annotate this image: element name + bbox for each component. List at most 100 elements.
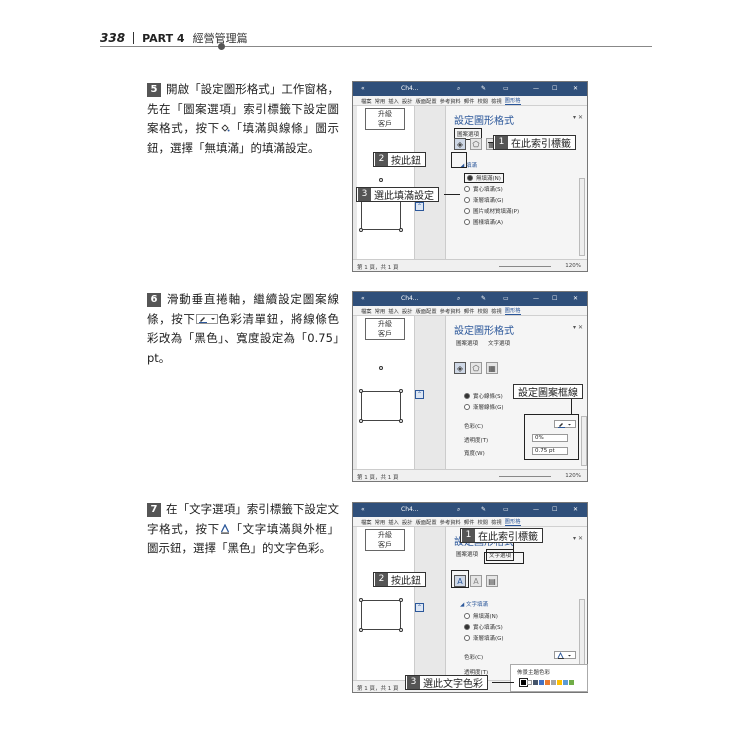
ribbon-tab[interactable]: 常用 [374, 308, 386, 315]
ribbon-tab[interactable]: 版面配置 [415, 308, 437, 315]
ribbon-tab[interactable]: 參考資料 [439, 308, 461, 315]
option-solid-fill[interactable]: 實心填滿(S) [464, 185, 503, 193]
ribbon-tab[interactable]: 版面配置 [415, 98, 437, 105]
search-icon[interactable]: ⌕ [457, 295, 461, 302]
option-gradient-line[interactable]: 漸層線條(G) [464, 403, 504, 411]
pen-icon[interactable]: ✎ [481, 295, 487, 302]
vertical-scrollbar[interactable] [579, 178, 585, 256]
resize-handle[interactable] [359, 228, 363, 232]
resize-handle[interactable] [359, 389, 363, 393]
minimize-icon[interactable]: — [533, 85, 539, 92]
ribbon-tab[interactable]: 常用 [374, 98, 386, 105]
window-menu-icon[interactable]: « [361, 85, 365, 92]
layout-options-icon[interactable]: ⌃ [415, 202, 424, 211]
vertical-scrollbar[interactable] [579, 599, 585, 669]
ribbon-tab[interactable]: 郵件 [463, 308, 475, 315]
selected-shape[interactable] [361, 391, 401, 421]
selected-shape[interactable] [361, 600, 401, 630]
swatch[interactable] [557, 680, 562, 685]
resize-handle[interactable] [399, 389, 403, 393]
pen-icon[interactable]: ✎ [481, 506, 487, 513]
ribbon-tab[interactable]: 校閱 [477, 308, 489, 315]
ribbon-tab-shape-format[interactable]: 圖形格 [504, 308, 521, 315]
option-no-fill[interactable]: 無填滿(N) [464, 612, 498, 620]
resize-handle[interactable] [399, 228, 403, 232]
text-fill-outline-icon[interactable]: A [454, 575, 466, 587]
close-icon[interactable]: ✕ [573, 85, 579, 92]
text-color-dropdown[interactable] [554, 651, 576, 659]
option-gradient-fill[interactable]: 漸層填滿(G) [464, 196, 504, 204]
maximize-icon[interactable]: ☐ [552, 295, 558, 302]
effects-icon[interactable]: ⬠ [470, 138, 482, 150]
tab-shape-options[interactable]: 圖案選項 [456, 341, 479, 347]
ribbon-tab[interactable]: 參考資料 [439, 98, 461, 105]
ribbon-tab[interactable]: 校閱 [477, 98, 489, 105]
search-icon[interactable]: ⌕ [457, 85, 461, 92]
swatch[interactable] [533, 680, 538, 685]
tab-shape-options[interactable]: 圖案選項 [456, 552, 479, 558]
window-layout-icon[interactable]: ▭ [503, 506, 509, 513]
ribbon-tab[interactable]: 參考資料 [439, 519, 461, 526]
selected-shape[interactable] [361, 200, 401, 230]
minimize-icon[interactable]: — [533, 295, 539, 302]
ribbon-tab[interactable]: 郵件 [463, 98, 475, 105]
ribbon-tab[interactable]: 設計 [401, 98, 413, 105]
tab-text-options[interactable]: 文字選項 [486, 549, 515, 561]
layout-options-icon[interactable]: ⌃ [415, 603, 424, 612]
fill-line-icon[interactable]: ◈ [454, 362, 466, 374]
swatch[interactable] [539, 680, 544, 685]
line-color-dropdown[interactable] [554, 420, 576, 428]
ribbon-tab[interactable]: 設計 [401, 519, 413, 526]
swatch[interactable] [569, 680, 574, 685]
option-solid-line[interactable]: 實心線條(S) [464, 392, 503, 400]
resize-handle[interactable] [359, 598, 363, 602]
ribbon-tab[interactable]: 校閱 [477, 519, 489, 526]
section-text-fill[interactable]: ◢ 文字填滿 [460, 602, 488, 608]
ribbon-tab[interactable]: 檔案 [361, 519, 372, 526]
ribbon-tab[interactable]: 插入 [388, 519, 399, 526]
ribbon-tab[interactable]: 版面配置 [415, 519, 437, 526]
ribbon-tab[interactable]: 插入 [388, 98, 399, 105]
resize-handle[interactable] [399, 628, 403, 632]
ribbon-tab[interactable]: 常用 [374, 519, 386, 526]
tab-shape-options[interactable]: 圖案選項 [454, 128, 483, 140]
pane-controls[interactable]: ▾ ✕ [573, 324, 583, 331]
resize-handle[interactable] [359, 419, 363, 423]
rotate-handle[interactable] [379, 366, 383, 370]
ribbon-tab[interactable]: 檔案 [361, 308, 372, 315]
window-menu-icon[interactable]: « [361, 506, 365, 513]
ribbon-tab-shape-format[interactable]: 圖形格 [504, 519, 521, 526]
ribbon-tab[interactable]: 檢視 [491, 519, 502, 526]
close-icon[interactable]: ✕ [573, 295, 579, 302]
ribbon-tab[interactable]: 檔案 [361, 98, 372, 105]
option-gradient-fill[interactable]: 漸層填滿(G) [464, 634, 504, 642]
resize-handle[interactable] [399, 419, 403, 423]
width-input[interactable]: 0.75 pt [532, 447, 568, 455]
window-layout-icon[interactable]: ▭ [503, 85, 509, 92]
rotate-handle[interactable] [379, 178, 383, 182]
ribbon-tab[interactable]: 檢視 [491, 98, 502, 105]
text-effects-icon[interactable]: A [470, 575, 482, 587]
search-icon[interactable]: ⌕ [457, 506, 461, 513]
maximize-icon[interactable]: ☐ [552, 85, 558, 92]
effects-icon[interactable]: ⬠ [470, 362, 482, 374]
pane-controls[interactable]: ▾ ✕ [573, 535, 583, 542]
swatch[interactable] [551, 680, 556, 685]
pen-icon[interactable]: ✎ [481, 85, 487, 92]
zoom-slider[interactable] [499, 266, 551, 267]
swatch[interactable] [527, 680, 532, 685]
close-icon[interactable]: ✕ [573, 506, 579, 513]
window-layout-icon[interactable]: ▭ [503, 295, 509, 302]
swatch-black[interactable] [519, 678, 528, 687]
vertical-scrollbar[interactable] [581, 416, 587, 466]
ribbon-tab[interactable]: 檢視 [491, 308, 502, 315]
transparency-input[interactable]: 0% [532, 434, 568, 442]
text-box-icon[interactable]: ▤ [486, 575, 498, 587]
section-fill[interactable]: ◢ 填滿 [460, 163, 477, 169]
tab-text-options[interactable]: 文字選項 [488, 341, 511, 347]
ribbon-tab[interactable]: 設計 [401, 308, 413, 315]
ribbon-tab[interactable]: 郵件 [463, 519, 475, 526]
maximize-icon[interactable]: ☐ [552, 506, 558, 513]
zoom-slider[interactable] [499, 476, 551, 477]
layout-options-icon[interactable]: ⌃ [415, 390, 424, 399]
